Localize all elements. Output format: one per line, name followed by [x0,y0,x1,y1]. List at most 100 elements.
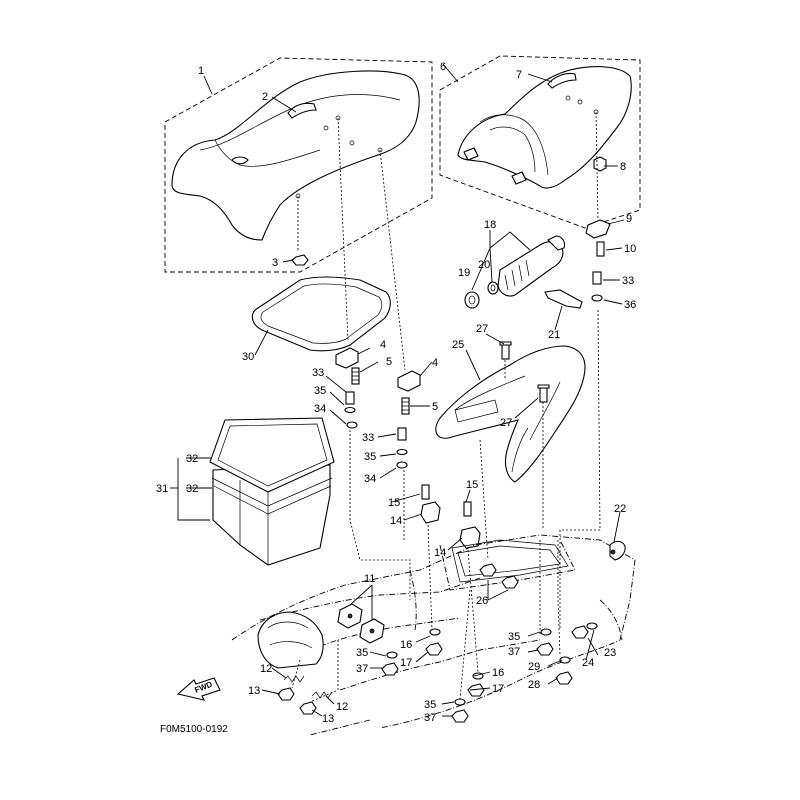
callout-35: 35 [364,451,376,463]
part-31-storage-box [209,417,335,566]
callout-26: 26 [476,595,488,607]
part-28-nut [555,671,573,685]
callout-15: 15 [466,479,478,491]
part-21-bracket [544,289,583,309]
callout-20: 20 [478,259,490,271]
part-18-duct [497,235,566,297]
part-8-cap [593,156,607,172]
callout-31: 31 [156,483,168,495]
callout-16: 16 [400,639,412,651]
part-27-bolt-lower [537,384,550,403]
callout-8: 8 [620,161,626,173]
callout-6: 6 [440,61,446,73]
callout-37: 37 [508,646,520,658]
part-25-cover [435,345,586,483]
callout-3: 3 [272,257,278,269]
part-35-washer-d [454,698,466,706]
part-16-washer-a [429,628,441,636]
part-12-spring-right [311,691,333,699]
front-hood [257,611,324,669]
front-seat [171,70,420,241]
rear-seat [457,66,632,189]
callout-35: 35 [356,647,368,659]
callout-4: 4 [432,357,438,369]
part-11-hook-right [359,618,385,644]
part-26-bolt-right [501,575,519,589]
part-36-washer [591,294,603,302]
fwd-arrow-icon: FWD [176,677,221,701]
callout-5: 5 [386,356,392,368]
callout-35: 35 [314,385,326,397]
callouts: 1 2 3 4 4 5 5 6 7 8 9 10 11 12 12 13 13 … [156,61,636,725]
callout-34: 34 [364,473,376,485]
alignment-lines [291,111,601,703]
part-34-washer-right [396,461,408,469]
front-seat-assembly-boundary [164,57,433,273]
callout-12: 12 [336,701,348,713]
part-4-hook-right [397,370,421,392]
callout-33: 33 [312,367,324,379]
part-30-seal [251,276,391,352]
callout-1: 1 [198,65,204,77]
callout-13: 13 [322,713,334,725]
callout-16: 16 [492,667,504,679]
part-37-nut-e [536,642,554,656]
part-5-bolt-right [401,397,410,415]
part-15-bolt-left [421,484,430,500]
callout-9: 9 [626,213,632,225]
callout-24: 24 [582,657,594,669]
part-4-hook-left [335,347,359,369]
callout-21: 21 [548,329,560,341]
part-34-washer-left [346,421,358,429]
callout-28: 28 [528,679,540,691]
callout-37: 37 [424,712,436,724]
part-37-nut-c [381,662,399,676]
callout-7: 7 [516,69,522,81]
part-17-nut-a [425,642,443,656]
part-19-ring [464,291,480,309]
part-33-collar-right [397,427,407,441]
callout-29: 29 [528,661,540,673]
part-23-washer [586,622,598,630]
part-35-washer-c [386,651,398,659]
part-35-washer-e [540,628,552,636]
part-3-nut [291,254,309,266]
callout-35: 35 [508,631,520,643]
part-20-gasket [487,281,499,295]
part-15-bolt-right [463,501,472,517]
part-24-nut [571,625,589,639]
part-33-collar-rear [592,271,602,285]
part-26-bolt-left [479,563,497,577]
part-17-nut-b [467,683,485,697]
callout-32: 32 [186,483,198,495]
callout-27: 27 [500,417,512,429]
callout-34: 34 [314,403,326,415]
callout-2: 2 [262,91,268,103]
callout-17: 17 [400,657,412,669]
part-13-nut-right [299,701,317,715]
callout-23: 23 [604,647,616,659]
callout-18: 18 [484,219,496,231]
callout-12: 12 [260,663,272,675]
part-35-washer-right [396,448,408,456]
part-12-spring-left [283,675,305,683]
callout-25: 25 [452,339,464,351]
part-11-hook-left [337,603,363,629]
callout-27: 27 [476,323,488,335]
leader-lines [170,63,625,717]
part-27-bolt-upper [499,341,512,360]
callout-30: 30 [242,351,254,363]
callout-10: 10 [624,243,636,255]
drawing-code: F0M5100-0192 [160,724,228,735]
callout-22: 22 [614,503,626,515]
callout-5: 5 [432,401,438,413]
callout-32: 32 [186,453,198,465]
part-35-washer-left [344,406,356,414]
callout-15: 15 [388,497,400,509]
rear-seat-assembly-boundary [439,55,641,229]
part-9-hook [585,219,611,239]
callout-14: 14 [390,515,402,527]
part-37-nut-d [451,709,469,723]
part-14-bracket-left [420,501,441,524]
